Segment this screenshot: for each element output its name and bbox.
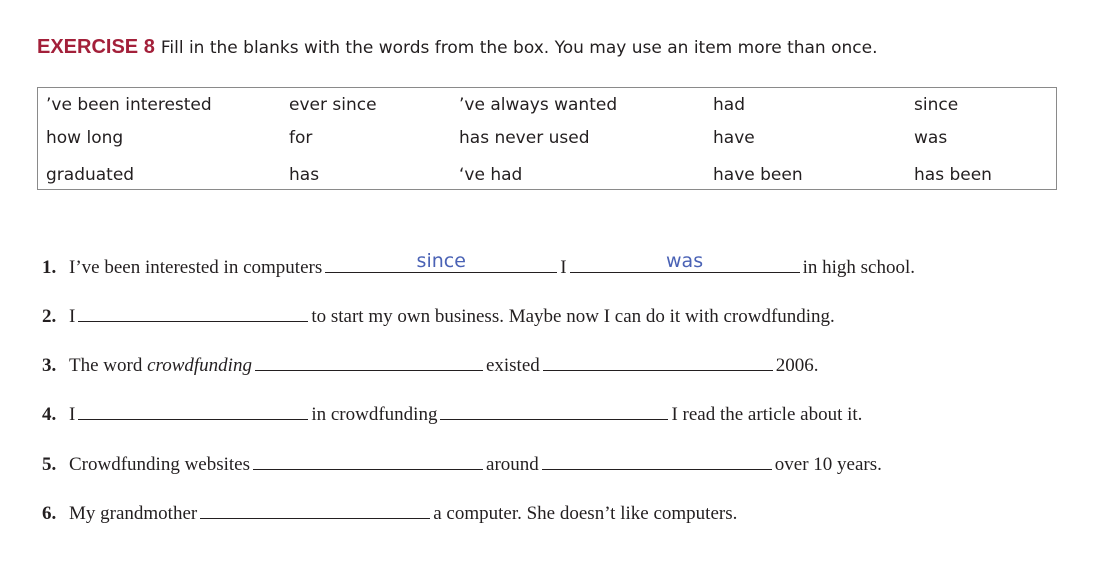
answer-blank[interactable] [78,305,309,322]
sentence-text: I [560,257,567,278]
handwritten-answer: was [666,250,704,272]
word-box-item: since [914,95,959,115]
word-box-item: was [914,128,948,148]
word-box-item: has been [914,165,992,185]
word-box-item: how long [46,128,124,148]
word-box-item: have [713,128,755,148]
word-box-item: has [289,165,320,185]
answer-blank[interactable] [541,453,772,470]
exercise-instructions: Fill in the blanks with the words from t… [160,38,878,58]
sentence-italic-word: crowdfunding [147,355,252,376]
sentence-text: My grandmother [69,503,198,524]
sentence-3: 3. The word crowdfunding existed 2006. [42,354,819,375]
sentence-text: I [69,404,76,425]
word-box-item: ‘ve had [459,165,523,185]
sentence-text: in high school. [802,257,915,278]
sentence-number: 4. [42,404,57,425]
sentence-text: I’ve been interested in computers [69,257,323,278]
sentence-text: 2006. [775,355,819,376]
sentence-text: I [69,306,76,327]
answer-blank[interactable]: was [569,252,800,273]
sentence-number: 6. [42,503,57,524]
answer-blank[interactable] [254,354,483,371]
answer-blank[interactable] [440,403,669,420]
answer-blank[interactable] [200,502,431,519]
sentence-text: a computer. She doesn’t like computers. [433,503,738,524]
exercise-label: EXERCISE 8 [37,36,155,58]
sentence-number: 5. [42,454,57,475]
sentence-text: Crowdfunding websites [69,454,251,475]
answer-blank[interactable] [542,354,773,371]
sentence-6: 6. My grandmother a computer. She doesn’t … [42,502,737,523]
answer-blank[interactable] [253,453,484,470]
word-box-item: had [713,95,745,115]
word-box-item: has never used [459,128,590,148]
sentence-text: around [486,454,539,475]
word-box-item: for [289,128,313,148]
sentence-text: The word [69,355,148,376]
word-box: ’ve been interested how long graduated e… [37,87,1057,190]
sentence-5: 5. Crowdfunding websites around over 10 yea… [42,453,882,474]
word-box-item: ever since [289,95,377,115]
answer-blank[interactable]: since [325,252,558,273]
sentence-text: I read the article about it. [671,404,863,425]
sentence-number: 3. [42,355,57,376]
sentence-text: in crowdfunding [311,404,438,425]
word-box-item: have been [713,165,803,185]
word-box-item: graduated [46,165,135,185]
sentence-1: 1. I’ve been interested in computers since… [42,252,915,278]
answer-blank[interactable] [78,403,309,420]
sentence-text: to start my own business. Maybe now I ca… [311,306,835,327]
sentence-text: existed [485,355,540,376]
word-box-item: ’ve always wanted [459,95,618,115]
sentence-number: 1. [42,257,57,278]
word-box-item: ’ve been interested [46,95,212,115]
handwritten-answer: since [416,250,466,272]
sentence-number: 2. [42,306,57,327]
sentence-text: over 10 years. [774,454,882,475]
